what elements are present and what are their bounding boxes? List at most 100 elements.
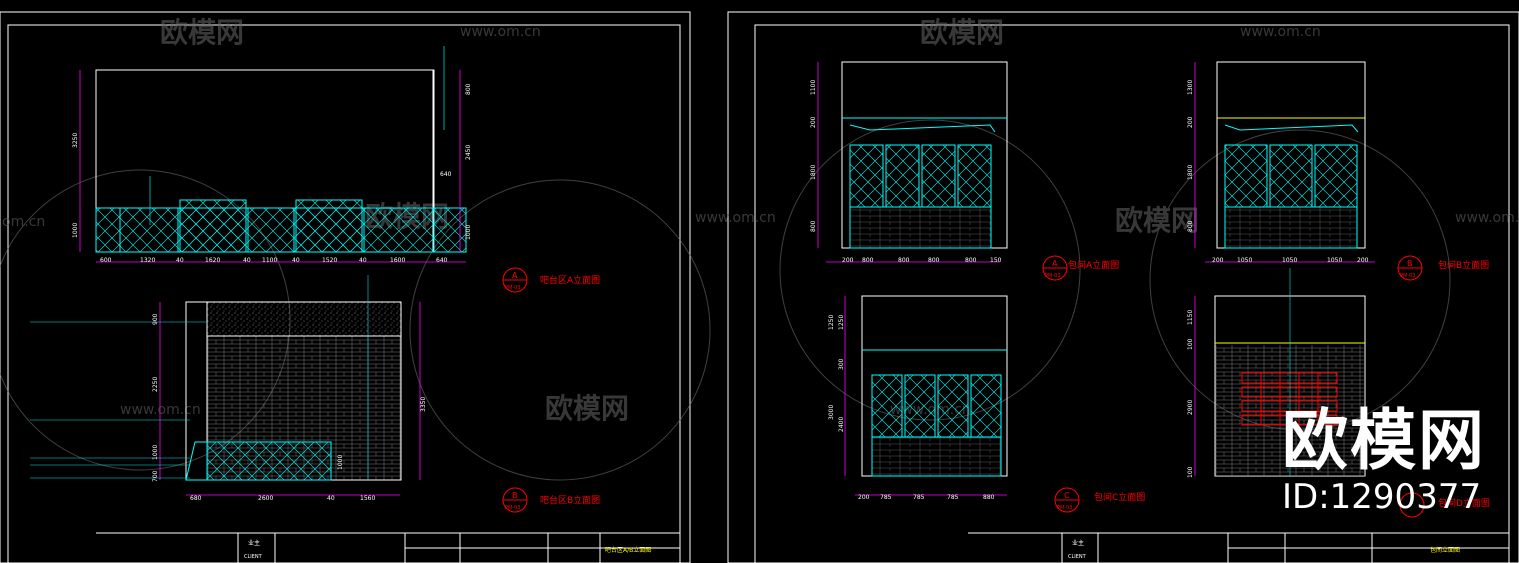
dim-label: 900 [152, 313, 159, 325]
watermark-site: www.om.cn [1455, 210, 1519, 226]
dim-label: 1250 [828, 315, 835, 330]
titleblock-drawing-title: 包间立面图 [1430, 546, 1460, 554]
tag-letter: B [1407, 259, 1413, 268]
dim-label: 785 [947, 494, 959, 501]
dim-label: 200 [1212, 257, 1224, 264]
elevation-title: 吧台区A立面图 [540, 274, 600, 286]
dim-label: 3000 [828, 405, 835, 420]
titleblock-client-cn: 业主 [1072, 539, 1084, 547]
right-c-dims: 200 785 785 785 880 1250 1250 300 3000 2… [828, 315, 995, 501]
right-elevation-d [1194, 268, 1366, 477]
tag-ref: PM-03 [505, 285, 521, 291]
left-b-dims-right: 3350 1000 [337, 397, 427, 470]
tag-ref: PM-03 [505, 505, 521, 511]
brand-id-label: ID:1290377 [1282, 477, 1482, 517]
right-elevation-b [1194, 61, 1375, 263]
tag-ref: PM-03 [1045, 273, 1061, 279]
right-elevation-a [817, 61, 1008, 263]
dim-label: 1100 [810, 80, 817, 95]
dim-label: 200 [1187, 116, 1194, 128]
glass-door [1224, 144, 1268, 208]
dim-label: 100 [1187, 338, 1194, 350]
elevation-tag-left-b: B PM-03 吧台区B立面图 [502, 487, 600, 513]
wood-base [871, 436, 1002, 477]
dim-label: 3250 [72, 133, 79, 148]
dim-label: 150 [990, 257, 1002, 264]
dim-label: 1800 [810, 165, 817, 180]
left-a-dims-right: 800 2450 640 1000 [440, 83, 472, 240]
dim-label: 300 [838, 358, 845, 370]
dim-label: 1150 [1187, 310, 1194, 325]
watermark-brand: 欧模网 [1115, 204, 1199, 237]
dim-label: 1600 [390, 257, 405, 264]
right-titleblock: 业主 CLIENT 包间立面图 [968, 532, 1509, 563]
elevation-tag-right-c: C PM-03 包间C立面图 [1054, 487, 1145, 513]
bar-counter [206, 441, 332, 481]
tag-letter: A [1052, 259, 1058, 268]
watermark-brand: 欧模网 [545, 392, 629, 425]
dim-label: 2600 [258, 495, 273, 502]
dim-label: 200 [858, 494, 870, 501]
dim-label: 40 [292, 257, 300, 264]
tag-letter: B [512, 491, 518, 500]
dim-label: 200 [1357, 257, 1369, 264]
dim-label: 680 [190, 495, 202, 502]
dim-label: 800 [898, 257, 910, 264]
dim-label: 1000 [72, 223, 79, 238]
dim-label: 640 [436, 257, 448, 264]
glass-door [957, 144, 992, 208]
dim-label: 40 [176, 257, 184, 264]
dim-label: 800 [862, 257, 874, 264]
right-elevation-c [844, 295, 1008, 496]
dim-label: 800 [465, 83, 472, 95]
dim-label: 785 [913, 494, 925, 501]
dim-label: 1520 [322, 257, 337, 264]
dim-label: 640 [440, 171, 452, 178]
dim-label: 1000 [152, 445, 159, 460]
tag-letter: C [1064, 491, 1070, 500]
watermark-site: www.om.cn [460, 24, 541, 40]
dim-label: 600 [100, 257, 112, 264]
dim-label: 2250 [152, 377, 159, 392]
dim-label: 1050 [1282, 257, 1297, 264]
elevation-title: 包间D立面图 [1438, 497, 1490, 509]
watermark-site: www.om.cn [695, 210, 776, 226]
bar-counter-panels [95, 207, 467, 253]
glass-door [1269, 144, 1313, 208]
dim-label: 1800 [1187, 165, 1194, 180]
sheet-left-inner-frame [7, 24, 681, 563]
watermark-site: www.om.cn [1240, 24, 1321, 40]
dim-label: 1320 [140, 257, 155, 264]
sheet-right-inner-frame [754, 24, 1510, 563]
dim-label: 1000 [465, 225, 472, 240]
wine-rack [1241, 372, 1338, 426]
dim-label: 800 [1187, 220, 1194, 232]
left-elevation-b [30, 275, 421, 496]
glass-door [937, 374, 969, 438]
glass-door [970, 374, 1002, 438]
elevation-title: 包间B立面图 [1438, 259, 1489, 271]
right-d-dims: 1150 100 2900 100 [1187, 310, 1194, 478]
left-a-dims-left: 3250 1000 [72, 133, 79, 238]
elevation-tag-right-a: A PM-03 包间A立面图 [1042, 255, 1119, 281]
dim-label: 2450 [465, 145, 472, 160]
left-titleblock: 业主 CLIENT 吧台区A/B立面图 [96, 532, 680, 563]
watermark-brand: 欧模网 [160, 16, 244, 49]
glass-door [871, 374, 903, 438]
dim-label: 1100 [262, 257, 277, 264]
dim-label: 100 [1187, 466, 1194, 478]
sheet-right-border [727, 11, 1519, 563]
elevation-title: 吧台区B立面图 [540, 494, 600, 506]
titleblock-drawing-title: 吧台区A/B立面图 [605, 546, 651, 554]
dim-label: 40 [327, 495, 335, 502]
dim-label: 785 [880, 494, 892, 501]
dim-label: 700 [152, 470, 159, 482]
stone-band [206, 301, 402, 337]
left-elevation-a [79, 46, 467, 263]
dim-label: 1050 [1327, 257, 1342, 264]
watermark-brand: 欧模网 [920, 16, 1004, 49]
dim-label: 800 [928, 257, 940, 264]
tag-ref: PM-03 [1057, 505, 1073, 511]
glass-door [1314, 144, 1358, 208]
